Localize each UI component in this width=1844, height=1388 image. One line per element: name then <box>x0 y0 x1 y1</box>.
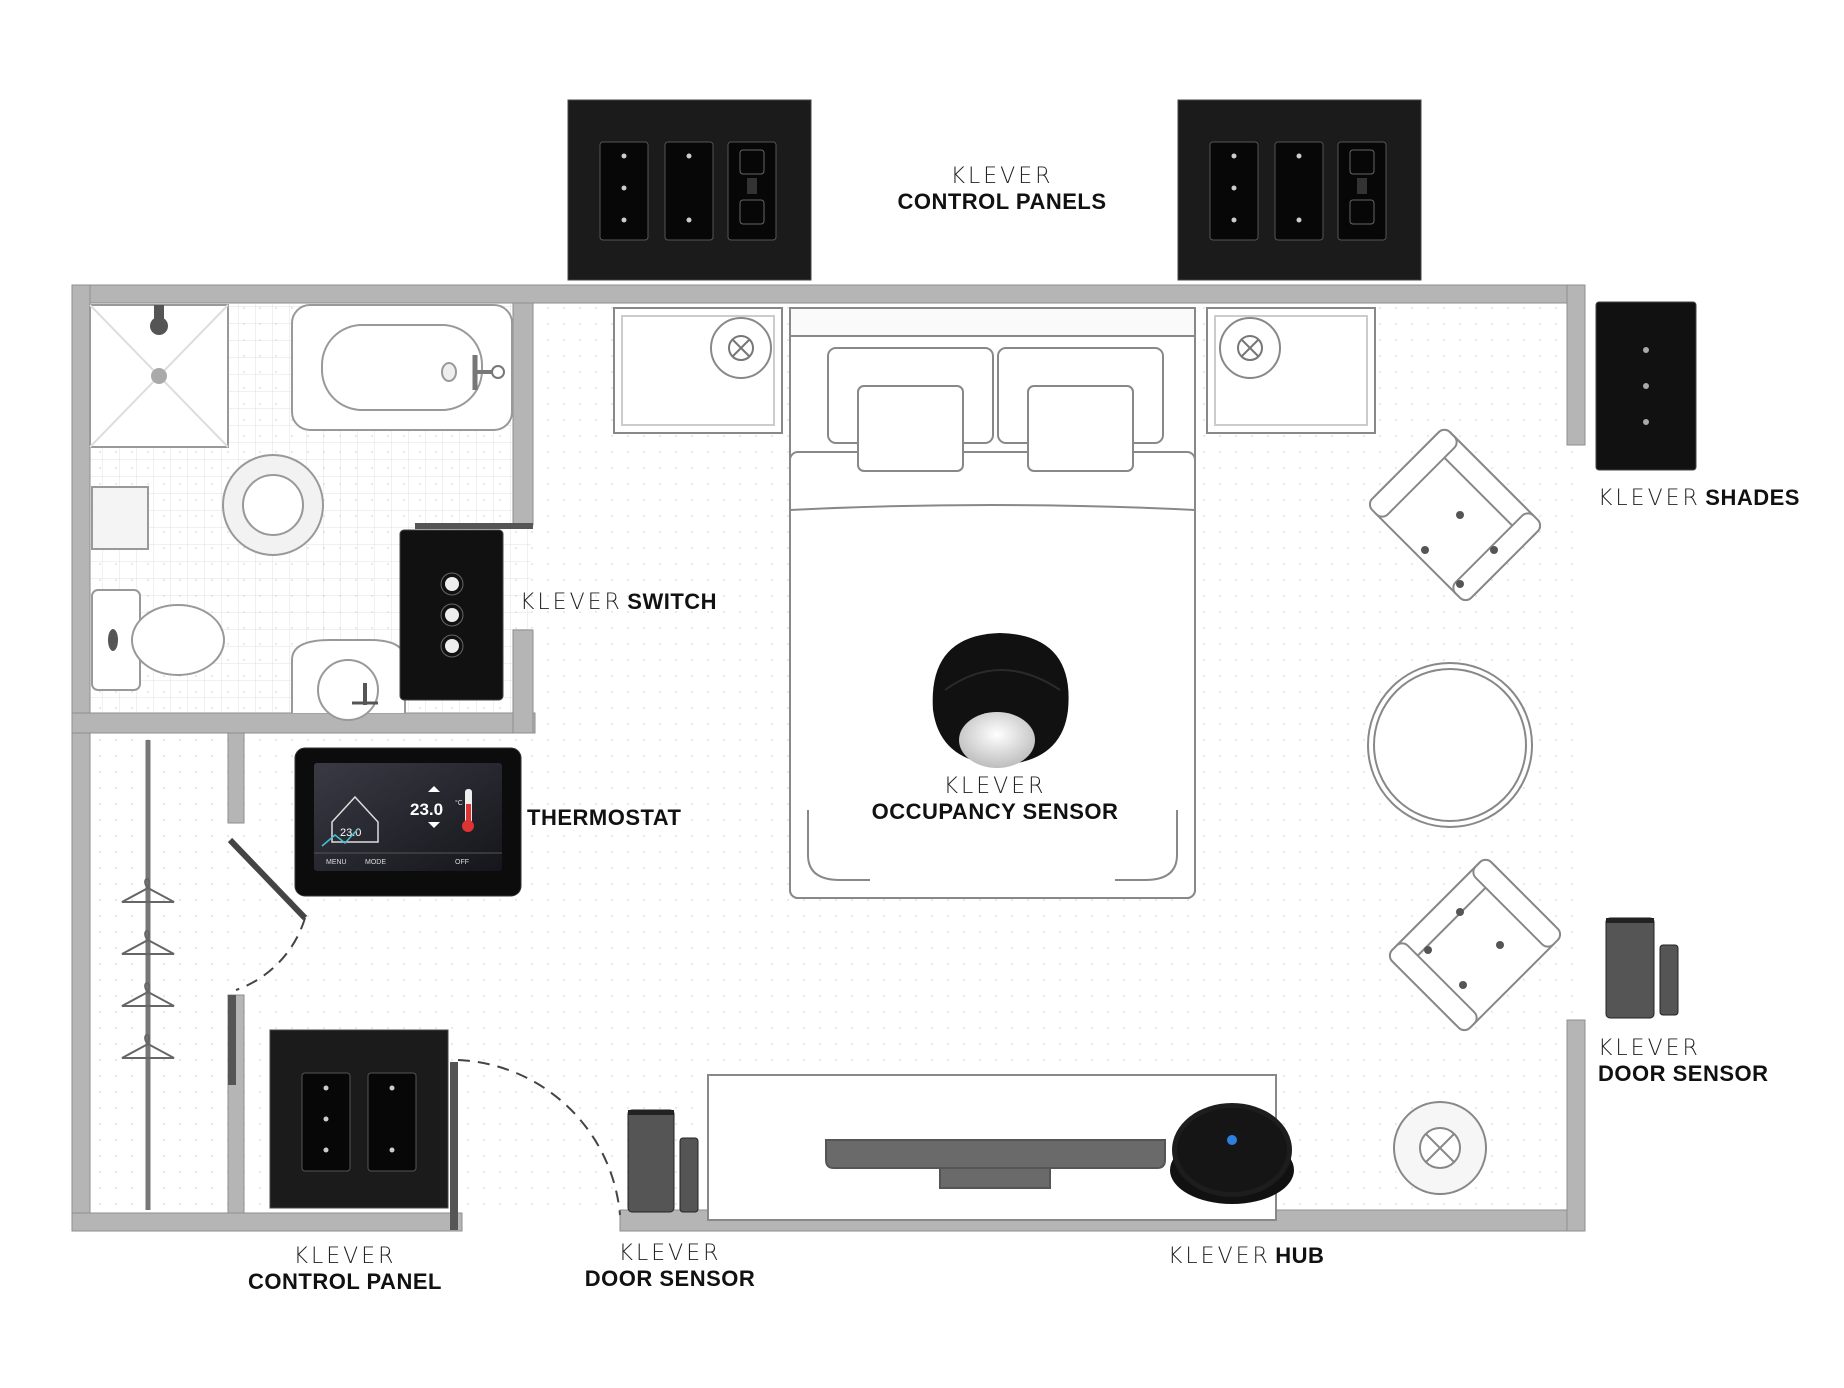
label-brand: KLEVER <box>1598 1036 1701 1061</box>
control-panel-device-top-right <box>1177 99 1422 281</box>
label-product: CONTROL PANEL <box>248 1268 442 1294</box>
switch-device <box>399 529 504 701</box>
thermostat-menu-label: MENU <box>326 859 347 866</box>
label-thermostat: THERMOSTAT <box>527 805 682 831</box>
thermostat-unit: °C <box>455 799 463 807</box>
label-control-panel: KLEVER CONTROL PANEL <box>220 1244 470 1294</box>
thermostat-off-label: OFF <box>455 859 469 866</box>
control-panel-device-bottom <box>269 1029 449 1209</box>
label-brand: KLEVER <box>1168 1244 1271 1269</box>
walls <box>71 284 1586 1232</box>
hub-device <box>1170 1103 1294 1204</box>
label-brand: KLEVER <box>1598 486 1701 511</box>
bedroom-furniture <box>613 307 1562 1221</box>
label-brand: KLEVER <box>943 774 1047 799</box>
closet <box>121 740 175 1210</box>
label-switch: KLEVER SWITCH <box>520 589 718 616</box>
shades-device <box>1595 301 1697 471</box>
label-shades: KLEVER SHADES <box>1598 485 1800 512</box>
label-product: OCCUPANCY SENSOR <box>871 798 1119 824</box>
thermostat-mode-label: MODE <box>365 859 386 866</box>
hanger <box>121 981 175 1007</box>
thermostat-device: 23.0 23.0 °C MENU MODE OFF <box>294 747 522 897</box>
hanger <box>121 929 175 955</box>
label-brand: KLEVER <box>618 1241 722 1266</box>
label-occupancy-sensor: KLEVER OCCUPANCY SENSOR <box>840 774 1150 824</box>
occupancy-sensor-device <box>932 633 1069 768</box>
doors <box>227 837 621 1216</box>
label-product: THERMOSTAT <box>527 805 682 830</box>
label-product: DOOR SENSOR <box>1598 1060 1769 1086</box>
control-panel-device-top-left <box>567 99 812 281</box>
hanger <box>121 877 175 903</box>
label-brand: KLEVER <box>950 164 1054 189</box>
label-door-sensor-bottom: KLEVER DOOR SENSOR <box>560 1241 780 1291</box>
label-product: HUB <box>1275 1243 1325 1268</box>
hanger <box>121 1033 175 1059</box>
door-sensor-device-bottom <box>627 1109 699 1213</box>
bathroom-fixtures <box>89 304 513 721</box>
label-product: CONTROL PANELS <box>897 188 1107 214</box>
label-brand: KLEVER <box>520 590 623 615</box>
label-brand: KLEVER <box>293 1244 397 1269</box>
door-sensor-device-right <box>1605 917 1679 1019</box>
label-control-panels: KLEVER CONTROL PANELS <box>872 164 1132 214</box>
label-hub: KLEVER HUB <box>1168 1243 1325 1270</box>
thermostat-set-temp: 23.0 <box>410 800 443 819</box>
label-door-sensor-right: KLEVER DOOR SENSOR <box>1598 1036 1769 1086</box>
label-product: DOOR SENSOR <box>584 1265 756 1291</box>
wall-inner-dark-segments <box>228 523 533 1230</box>
label-product: SHADES <box>1705 485 1800 510</box>
label-product: SWITCH <box>627 589 718 614</box>
